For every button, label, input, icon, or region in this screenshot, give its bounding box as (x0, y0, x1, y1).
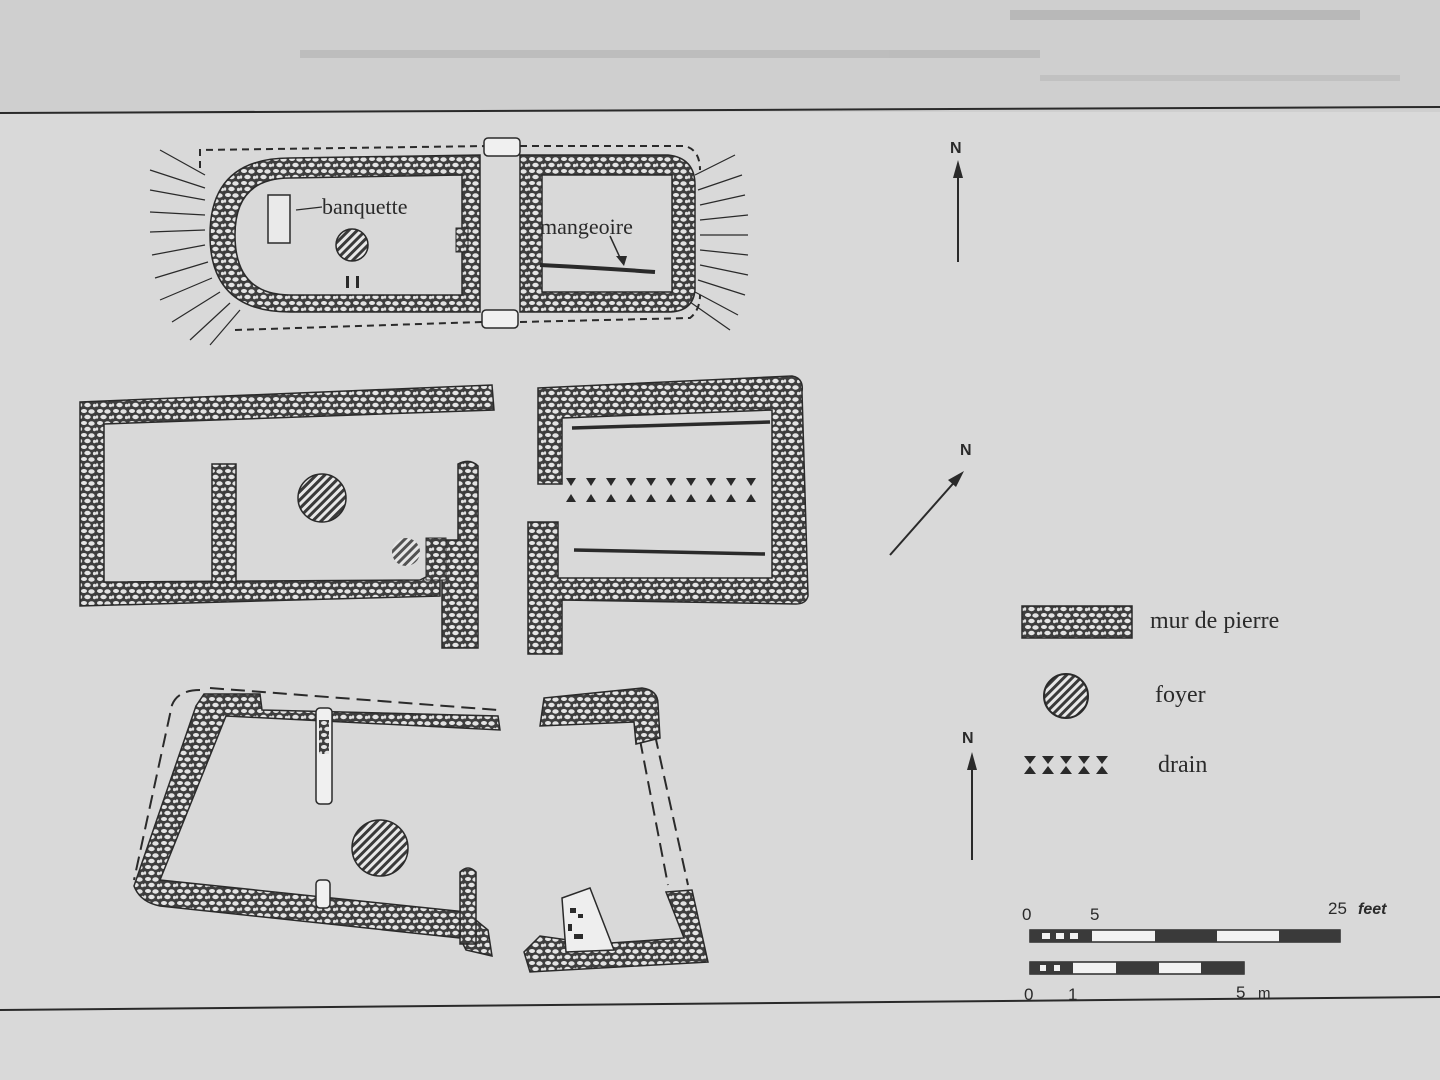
legend: mur de pierre foyer drain (1021, 605, 1279, 778)
trough-line (573, 548, 766, 556)
legend-wall-swatch (1021, 605, 1133, 639)
mangeoire-trough (539, 263, 656, 274)
drain-marks (566, 478, 756, 502)
bottom-rule (0, 996, 1440, 1011)
stone-wall (455, 227, 469, 253)
banquette-leader (295, 206, 323, 211)
stone-wall (133, 693, 501, 957)
scale-feet-five: 5 (1090, 905, 1099, 924)
scale-m-one: 1 (1068, 985, 1077, 1004)
scale-feet-max: 25 (1328, 899, 1347, 918)
stone-wall (441, 460, 479, 649)
plan-top: banquette mangeoire (149, 137, 749, 346)
north-arrow-bottom: N (962, 730, 977, 860)
north-label: N (962, 730, 974, 747)
hearth-circle (297, 473, 347, 523)
legend-drain-label: drain (1158, 752, 1207, 778)
legend-hearth-label: foyer (1155, 682, 1206, 708)
plan-bottom (133, 687, 709, 973)
top-rule (0, 106, 1440, 114)
partition-post (315, 879, 331, 909)
stone-feature-marks (568, 908, 583, 939)
stone-wall (539, 687, 661, 745)
door-stone (481, 309, 519, 329)
north-label: N (960, 442, 972, 459)
hearth-circle (351, 819, 409, 877)
stone-wall (425, 537, 447, 581)
stone-wall (211, 463, 237, 583)
north-arrow-middle: N (889, 442, 972, 556)
scale-feet-zero: 0 (1022, 905, 1031, 924)
legend-drain-swatch (1024, 756, 1108, 774)
banquette-bench (267, 194, 291, 244)
legend-wall-label: mur de pierre (1150, 608, 1279, 634)
scale-m-five: 5 (1236, 983, 1245, 1002)
dashed-outline (639, 734, 689, 886)
scale-bar-meters: 0 1 5 m (1024, 961, 1271, 1004)
drain-line-top (199, 145, 701, 171)
stone-wall (459, 867, 477, 945)
north-label: N (950, 140, 962, 157)
stone-wall (527, 375, 809, 655)
stone-wall (79, 384, 495, 607)
rays-left (149, 149, 241, 346)
legend-hearth-swatch (1043, 673, 1089, 719)
hearth-circle (335, 228, 369, 262)
rays-right (689, 154, 749, 331)
scale-feet-unit: feet (1358, 901, 1387, 918)
door-stone (483, 137, 521, 157)
header-band (0, 0, 1440, 112)
stone-wall (319, 720, 329, 754)
mangeoire-label: mangeoire (540, 214, 633, 239)
mangeoire-arrowhead (616, 256, 627, 266)
trough-line (571, 420, 771, 430)
bleed-through-text (300, 10, 1400, 81)
dashed-outline (133, 689, 201, 881)
banquette-label: banquette (322, 194, 408, 219)
scale-m-unit: m (1258, 985, 1271, 1002)
dashed-outline (209, 687, 499, 711)
post-mark (356, 276, 359, 288)
stone-wall (519, 154, 696, 313)
hearth-circle-secondary (392, 538, 420, 566)
drain-line-bottom (234, 294, 701, 331)
plan-middle (79, 375, 809, 655)
post-mark (346, 276, 349, 288)
scale-m-zero: 0 (1024, 985, 1033, 1004)
north-arrow-top: N (950, 140, 963, 262)
stone-wall (209, 154, 481, 313)
scale-bar-feet: 0 5 25 feet (1022, 899, 1387, 943)
